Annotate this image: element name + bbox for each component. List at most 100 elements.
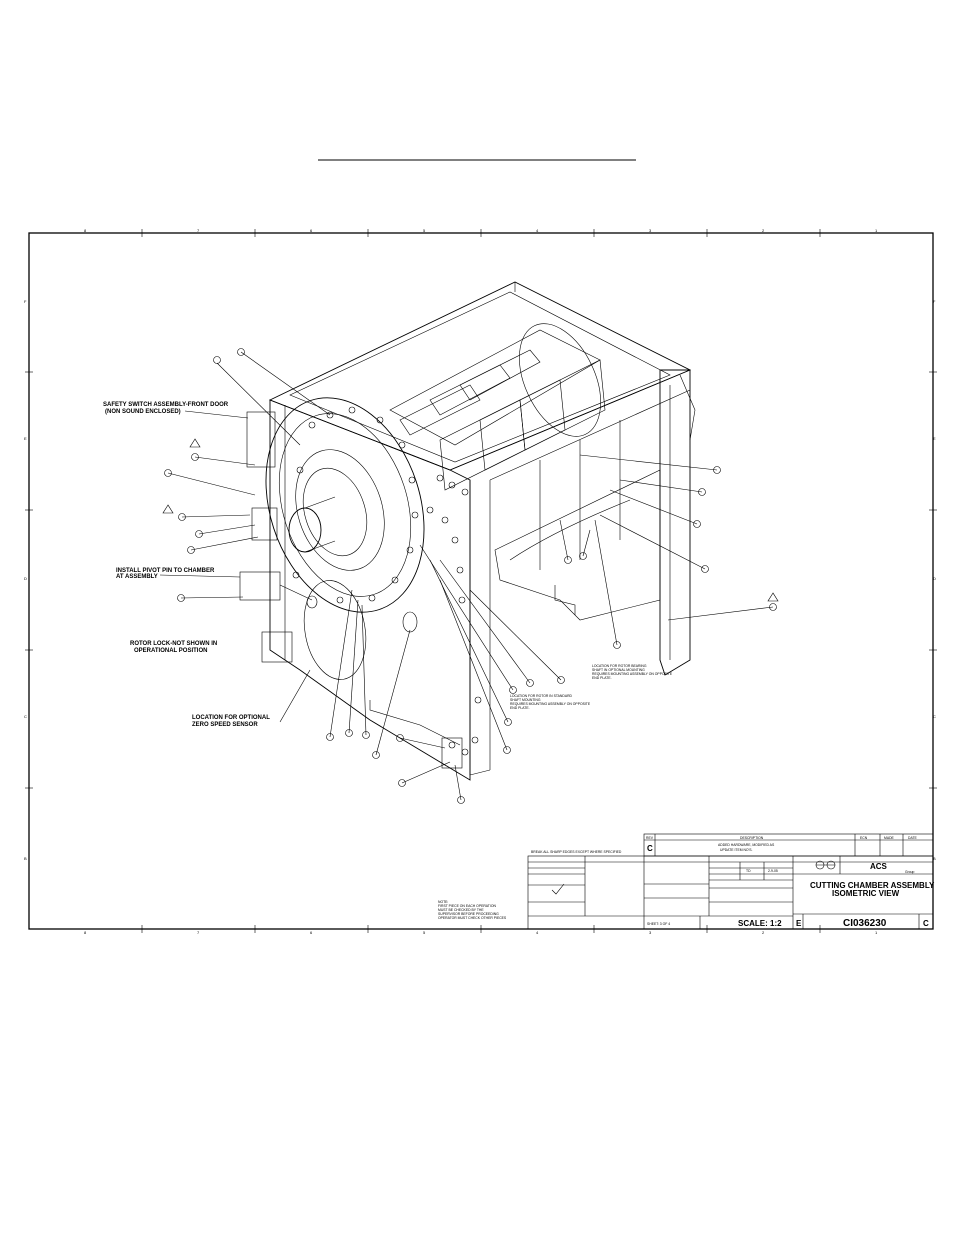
balloon xyxy=(509,686,517,694)
drawing-title-2: ISOMETRIC VIEW xyxy=(832,889,900,898)
zone-top-2: 2 xyxy=(762,228,765,233)
loc2-line3: REQUIRES MOUNTING ASSEMBLY ON OPPOSITE xyxy=(510,702,591,706)
loc2-line1: LOCATION FOR ROTOR IN STANDARD xyxy=(510,694,573,698)
note-line1: NOTE: xyxy=(438,900,448,904)
zone-top-3: 3 xyxy=(649,228,652,233)
balloon xyxy=(178,513,186,521)
zone-side-f: F xyxy=(24,299,27,304)
callout-safety-switch: SAFETY SWITCH ASSEMBLY-FRONT DOOR xyxy=(103,402,229,408)
revision-triangle xyxy=(767,592,779,602)
rev-desc-1: ADDED HARDWARE, MODIFIED AS xyxy=(718,843,775,847)
balloon xyxy=(503,746,511,754)
revision-triangles xyxy=(162,438,779,602)
balloon xyxy=(191,453,199,461)
note-line4: SUPERVISOR BEFORE PROCEEDING xyxy=(438,912,499,916)
title-block: REV DESCRIPTION ECN MADE DATE C ADDED HA… xyxy=(438,833,935,930)
revision-triangle xyxy=(189,438,201,448)
drawing-title-1: CUTTING CHAMBER ASSEMBLY xyxy=(810,881,935,890)
rev-col-ecn: ECN xyxy=(860,836,868,840)
drawing-scale: SCALE: 1:2 xyxy=(738,919,782,928)
rev-col-date: DATE xyxy=(908,836,918,840)
rev-col-description: DESCRIPTION xyxy=(740,836,764,840)
note-line5: OPERATOR MUST CHECK OTHER PIECES xyxy=(438,916,507,920)
loc2-line2: SHAFT MOUNTING xyxy=(510,698,541,702)
balloon xyxy=(398,779,406,787)
drawing-number: CI036230 xyxy=(843,918,887,929)
zone-labels: 8 7 6 5 4 3 2 1 8 7 6 5 4 3 2 1 F E D C … xyxy=(24,228,936,935)
location-notes: LOCATION FOR ROTOR BEARING SHAFT IN OPTI… xyxy=(510,664,673,710)
balloon xyxy=(195,530,203,538)
balloon xyxy=(187,546,195,554)
company-logo xyxy=(815,860,836,870)
callout-rotor-lock: ROTOR LOCK-NOT SHOWN IN xyxy=(130,641,217,647)
balloon xyxy=(213,356,221,364)
zone-top-8: 8 xyxy=(84,228,87,233)
balloon xyxy=(769,603,777,611)
drawn-by: TD xyxy=(746,869,751,873)
zone-side-right-c: C xyxy=(933,714,936,719)
cutting-chamber-assembly xyxy=(159,281,774,801)
zone-side-e: E xyxy=(24,436,27,441)
revision-triangle xyxy=(162,504,174,514)
balloon xyxy=(345,729,353,737)
zone-side-b: B xyxy=(24,856,27,861)
balloon xyxy=(164,469,172,477)
note-line3: MUST BE CHECKED BY THE xyxy=(438,908,484,912)
balloon xyxy=(701,565,709,573)
loc2-line4: END PLATE. xyxy=(510,706,530,710)
balloon xyxy=(564,556,572,564)
sheet-size: E xyxy=(796,919,802,928)
zone-side-c: C xyxy=(24,714,27,719)
sheet-border xyxy=(28,232,934,930)
balloon xyxy=(326,733,334,741)
note-line2: FIRST PIECE ON EACH OPERATION xyxy=(438,904,496,908)
balloon xyxy=(237,348,245,356)
balloon xyxy=(557,676,565,684)
zone-ticks xyxy=(25,229,937,933)
balloon xyxy=(613,641,621,649)
balloon xyxy=(713,466,721,474)
callout-at-assembly: AT ASSEMBLY xyxy=(116,574,158,580)
zone-top-4: 4 xyxy=(536,228,539,233)
zone-side-right-b: B xyxy=(933,856,936,861)
callout-operational: OPERATIONAL POSITION xyxy=(134,648,207,654)
drawing-revision: C xyxy=(923,919,929,928)
sheet-number: SHEET: 3 OF 4 xyxy=(647,922,670,926)
rev-col-made: MADE xyxy=(884,836,895,840)
zone-bottom-7: 7 xyxy=(197,930,200,935)
zone-side-right-d: D xyxy=(933,576,936,581)
loc1-line4: END PLATE. xyxy=(592,676,612,680)
zone-top-7: 7 xyxy=(197,228,200,233)
callout-zero-speed: ZERO SPEED SENSOR xyxy=(192,722,258,728)
rev-col-rev: REV xyxy=(646,836,654,840)
balloon xyxy=(362,731,370,739)
zone-bottom-8: 8 xyxy=(84,930,87,935)
balloon xyxy=(372,751,380,759)
zone-side-right-e: E xyxy=(933,436,936,441)
loc1-line2: SHAFT IN OPTIONAL MOUNTING xyxy=(592,668,645,672)
zone-bottom-4: 4 xyxy=(536,930,539,935)
balloon xyxy=(693,520,701,528)
callout-pivot-pin: INSTALL PIVOT PIN TO CHAMBER xyxy=(116,568,215,574)
rev-letter: C xyxy=(647,844,653,853)
loc1-line1: LOCATION FOR ROTOR BEARING xyxy=(592,664,647,668)
callout-optional-location: LOCATION FOR OPTIONAL xyxy=(192,715,270,721)
item-balloons xyxy=(164,348,777,804)
zone-bottom-1: 1 xyxy=(875,930,878,935)
zone-top-1: 1 xyxy=(875,228,878,233)
callout-non-sound: (NON SOUND ENCLOSED) xyxy=(105,409,181,415)
zone-bottom-6: 6 xyxy=(310,930,313,935)
balloon xyxy=(177,594,185,602)
balloon xyxy=(504,718,512,726)
balloon xyxy=(579,552,587,560)
callout-labels: SAFETY SWITCH ASSEMBLY-FRONT DOOR (NON S… xyxy=(103,402,270,728)
zone-top-6: 6 xyxy=(310,228,313,233)
balloon xyxy=(457,796,465,804)
zone-side-d: D xyxy=(24,576,27,581)
balloon xyxy=(526,679,534,687)
balloon xyxy=(396,734,404,742)
rev-desc-2: UPDATE ITEM NO'S. xyxy=(720,848,752,852)
loc1-line3: REQUIRES MOUNTING ASSEMBLY ON OPPOSITE xyxy=(592,672,673,676)
zone-top-5: 5 xyxy=(423,228,426,233)
